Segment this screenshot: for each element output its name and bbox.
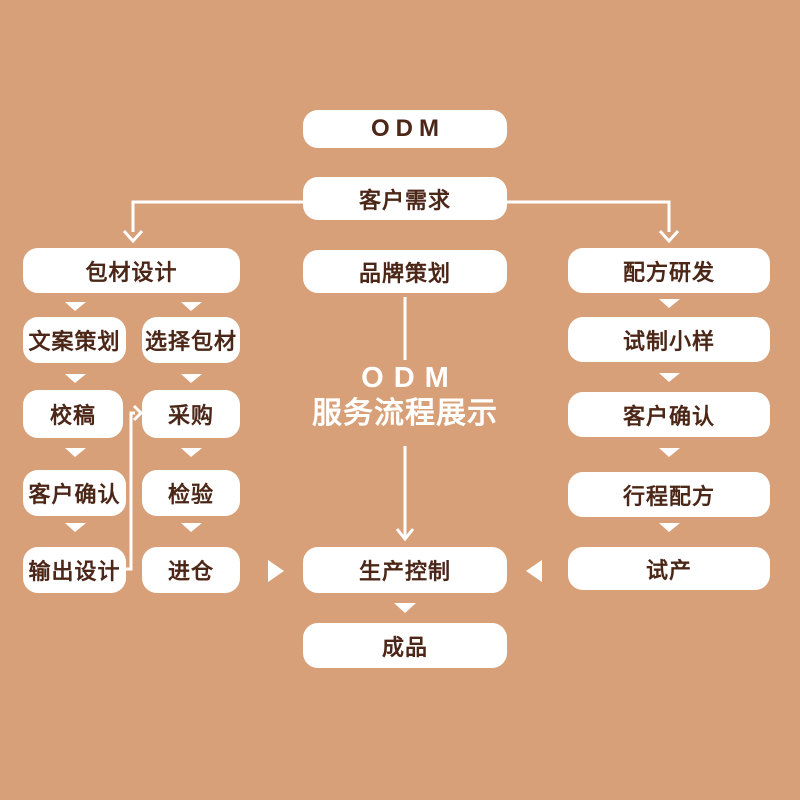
arrow-needs-to-packaging-head	[122, 229, 144, 244]
triangle-down-packaging-to-copywriting	[65, 302, 86, 311]
diagram-title: ODM 服务流程展示	[280, 360, 530, 432]
arrow-needs-to-packaging-line	[131, 200, 307, 232]
arrow-output-to-purchasing-head	[132, 404, 144, 422]
triangle-down-inspection-to-warehousing	[181, 523, 202, 532]
triangle-down-production-to-finished	[394, 603, 416, 613]
triangle-down-proofreading-to-confirm	[65, 448, 86, 457]
node-proofreading: 校稿	[23, 390, 123, 438]
arrow-needs-to-formula-head	[658, 229, 680, 244]
triangle-down-packaging-to-select	[181, 302, 202, 311]
node-production-control: 生产控制	[303, 547, 507, 593]
node-packaging-design: 包材设计	[23, 248, 240, 293]
node-schedule-formula: 行程配方	[568, 472, 770, 517]
node-copywriting: 文案策划	[23, 317, 126, 363]
triangle-down-sample-to-confirm	[659, 373, 680, 382]
node-customer-confirm-right: 客户确认	[568, 392, 770, 437]
node-customer-confirm-left: 客户确认	[23, 470, 126, 516]
node-formula-rd: 配方研发	[568, 248, 770, 293]
triangle-down-copywriting-to-proofreading	[65, 374, 86, 383]
triangle-down-schedule-to-trial	[659, 523, 680, 532]
node-select-packaging: 选择包材	[142, 317, 240, 363]
triangle-down-purchasing-to-inspection	[181, 448, 202, 457]
triangle-down-confirm-to-output	[65, 523, 86, 532]
arrow-needs-to-formula-line	[507, 200, 671, 232]
arrow-output-to-purchasing-line	[124, 411, 135, 571]
node-customer-needs: 客户需求	[303, 177, 507, 220]
triangle-right-warehousing-to-production	[268, 560, 284, 582]
node-finished-product: 成品	[303, 623, 507, 668]
triangle-down-formula-to-sample	[659, 299, 680, 308]
triangle-left-trial-to-production	[526, 560, 542, 582]
node-warehousing: 进仓	[142, 547, 240, 593]
node-inspection: 检验	[142, 470, 240, 516]
node-odm: ODM	[303, 110, 507, 148]
node-trial-sample: 试制小样	[568, 317, 770, 362]
node-purchasing: 采购	[142, 390, 240, 438]
diagram-title-line1: ODM	[361, 362, 459, 394]
node-output-design: 输出设计	[23, 547, 126, 593]
triangle-down-confirm-to-schedule	[659, 448, 680, 457]
arrow-title-to-production-head	[395, 528, 415, 542]
node-brand-planning: 品牌策划	[303, 250, 507, 293]
node-trial-production: 试产	[568, 547, 770, 590]
diagram-title-line2: 服务流程展示	[312, 397, 498, 430]
triangle-down-select-to-purchasing	[181, 374, 202, 383]
